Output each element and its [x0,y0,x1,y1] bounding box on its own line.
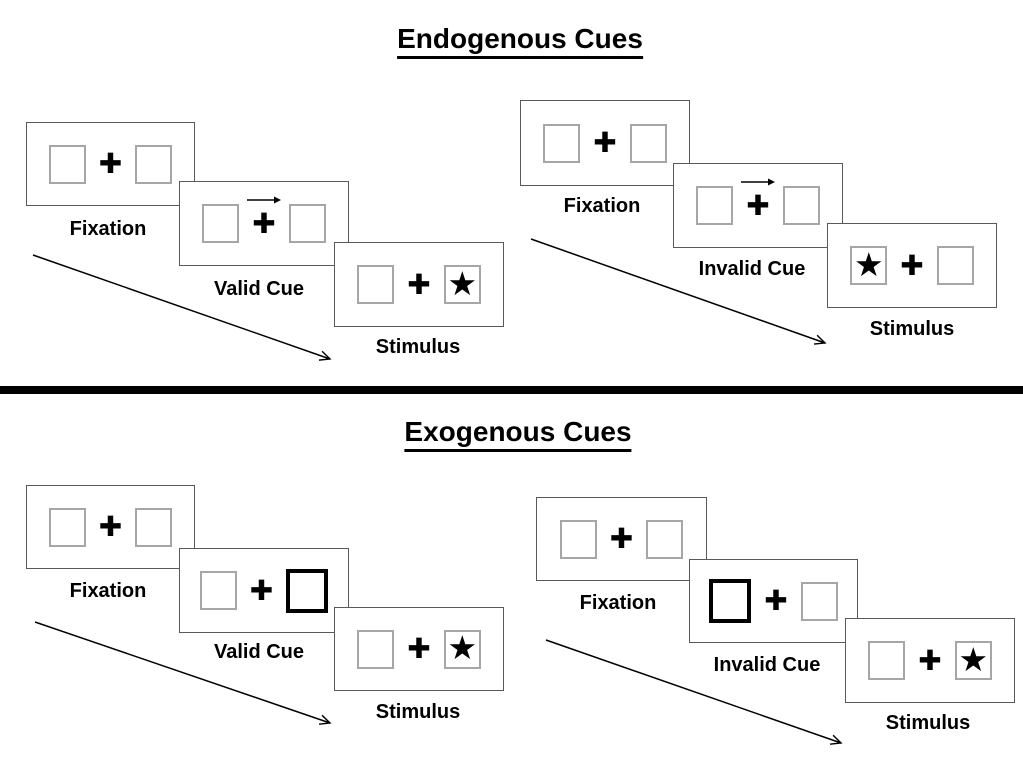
step-label-fixation: Fixation [563,195,641,217]
exogenous-section-title-text: Exogenous Cues [404,416,632,452]
placeholder-box-left [868,641,906,680]
fixation-cross-icon: ✚ [407,632,431,665]
placeholder-box-left [696,186,734,225]
target-star-icon: ★ [447,628,478,667]
endo-invalid-fixation-panel: ✚ [520,100,690,186]
fixation-cross-icon: ✚ [98,510,123,543]
endo-valid-fixation-panel: ✚ [26,122,195,206]
placeholder-box-right [782,186,820,225]
fixation-cross-icon: ✚ [593,126,617,159]
exo-invalid-fixation-panel: ✚ [536,497,707,581]
step-label-stimulus: Stimulus [375,701,461,723]
exo-valid-stimulus-panel: ✚ ★ [334,607,504,691]
fixation-cross-icon: ✚ [249,573,274,607]
placeholder-box-left [48,507,86,547]
fixation-cross-icon: ✚ [900,248,924,282]
timeline-arrow-endo-valid [32,254,332,361]
exogenous-section-title: Exogenous Cues [404,416,632,452]
endogenous-section-title: Endogenous Cues [397,23,643,59]
exo-invalid-cue-panel: ✚ [689,559,858,643]
target-star-icon: ★ [447,263,478,303]
fixation-cross-icon: ✚ [252,206,276,240]
fixation-cross-icon: ✚ [746,188,770,222]
placeholder-box-left [357,265,395,304]
step-label-fixation: Fixation [69,580,147,602]
endo-valid-stimulus-panel: ✚ ★ [334,242,504,327]
fixation-cross-icon: ✚ [609,522,634,555]
placeholder-box-right [800,581,838,621]
step-label-valid-cue: Valid Cue [213,278,305,300]
timeline-arrow-endo-invalid [530,238,827,345]
exo-valid-fixation-panel: ✚ [26,485,195,569]
placeholder-box-right [936,246,974,285]
step-label-stimulus: Stimulus [869,318,955,340]
target-star-icon: ★ [958,639,989,679]
section-divider [0,386,1023,394]
step-label-invalid-cue: Invalid Cue [698,258,806,280]
placeholder-box-right [629,123,667,163]
placeholder-box-left [48,144,86,184]
fixation-cross-icon: ✚ [407,267,431,301]
step-label-stimulus: Stimulus [885,712,971,734]
exo-valid-cue-panel: ✚ [179,548,349,633]
endogenous-section-title-text: Endogenous Cues [397,23,643,59]
placeholder-box-left [199,571,237,610]
placeholder-box-right [646,519,684,559]
placeholder-box-right [135,507,173,547]
cue-highlight-box-right [286,568,329,613]
placeholder-box-left [559,519,597,559]
placeholder-box-left [357,629,395,669]
cue-arrow-right-icon [247,196,281,204]
step-label-fixation: Fixation [579,592,657,614]
exo-invalid-stimulus-panel: ✚ ★ [845,618,1015,703]
target-box-right: ★ [443,628,481,669]
endo-valid-cue-panel: ✚ [179,181,349,266]
target-box-right: ★ [443,263,481,304]
placeholder-box-right [135,144,173,184]
step-label-fixation: Fixation [69,218,147,240]
placeholder-box-left [202,204,240,243]
endo-invalid-cue-panel: ✚ [673,163,843,248]
cue-arrow-right-icon [741,178,775,186]
target-box-left: ★ [850,244,888,285]
fixation-cross-icon: ✚ [764,584,788,617]
step-label-valid-cue: Valid Cue [213,641,305,663]
timeline-arrow-exo-valid [34,621,332,725]
step-label-stimulus: Stimulus [375,336,461,358]
cue-highlight-box-left [709,579,752,623]
step-label-invalid-cue: Invalid Cue [713,654,821,676]
fixation-cross-icon: ✚ [918,643,942,677]
placeholder-box-left [543,123,581,163]
endo-invalid-stimulus-panel: ★ ✚ [827,223,997,308]
placeholder-box-right [288,204,326,243]
target-box-right: ★ [954,639,992,680]
fixation-cross-icon: ✚ [98,147,123,180]
target-star-icon: ★ [853,244,884,284]
